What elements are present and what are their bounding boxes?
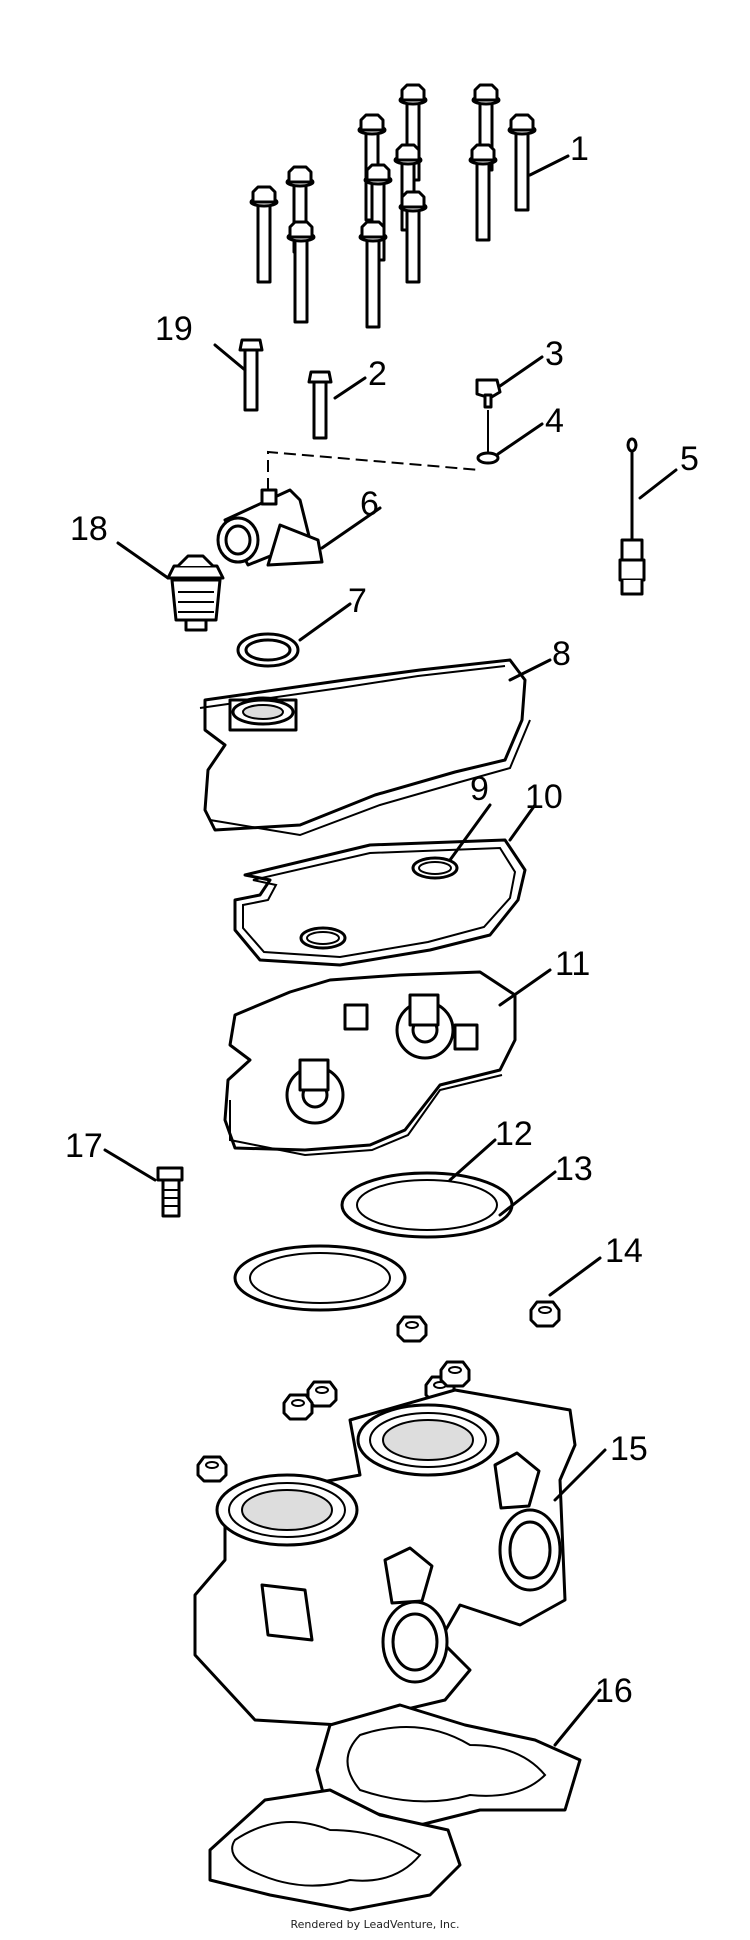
callout-3: 3 bbox=[545, 335, 564, 373]
part-7-o-ring bbox=[236, 632, 300, 668]
assembly-leader-line bbox=[267, 450, 481, 490]
hex-nut-bore bbox=[448, 1366, 462, 1374]
render-credit: Rendered by LeadVenture, Inc. bbox=[290, 1918, 460, 1931]
hex-nut-bore bbox=[205, 1461, 219, 1469]
callout-9: 9 bbox=[470, 770, 489, 808]
part-2-bolt bbox=[307, 370, 333, 440]
callout-1: 1 bbox=[570, 130, 589, 168]
callout-6: 6 bbox=[360, 485, 379, 523]
callout-17: 17 bbox=[65, 1127, 103, 1165]
callout-7: 7 bbox=[348, 582, 367, 620]
part-13-o-ring-left bbox=[233, 1244, 407, 1312]
callout-18: 18 bbox=[70, 510, 108, 548]
part-15-cylinder-block bbox=[193, 1388, 577, 1727]
part-8-head-cover bbox=[199, 658, 531, 837]
part-4-washer bbox=[476, 410, 500, 465]
head-bolt bbox=[358, 220, 388, 329]
part-19-bolt bbox=[238, 338, 264, 412]
callout-leader-lines bbox=[103, 154, 678, 1747]
hex-nut-bore bbox=[538, 1306, 552, 1314]
part-1-head-bolts bbox=[249, 83, 537, 329]
hex-nut-bore bbox=[315, 1386, 329, 1394]
callout-4: 4 bbox=[545, 402, 564, 440]
callout-12: 12 bbox=[495, 1115, 533, 1153]
part-9-o-ring-upper bbox=[411, 856, 459, 880]
part-9-o-ring-lower bbox=[299, 926, 347, 950]
part-11-cylinder-head bbox=[223, 970, 517, 1157]
hex-nut-bore bbox=[291, 1399, 305, 1407]
part-3-bleeder-screw bbox=[475, 378, 502, 409]
callout-5: 5 bbox=[680, 440, 699, 478]
part-17-fitting bbox=[156, 1166, 184, 1218]
head-bolt bbox=[249, 185, 279, 284]
part-10-cover-gasket bbox=[233, 838, 527, 967]
callout-13: 13 bbox=[555, 1150, 593, 1188]
callout-labels: 1 2 3 4 5 6 7 8 9 10 11 12 13 14 15 16 1… bbox=[65, 130, 699, 1710]
callout-11: 11 bbox=[555, 945, 590, 983]
head-bolt bbox=[398, 190, 428, 284]
callout-16: 16 bbox=[595, 1672, 633, 1710]
part-5-temperature-sensor bbox=[618, 437, 646, 596]
callout-14: 14 bbox=[605, 1232, 643, 1270]
callout-10: 10 bbox=[525, 778, 563, 816]
part-12-o-ring bbox=[356, 1179, 498, 1231]
part-13-o-ring bbox=[340, 1171, 514, 1239]
callout-19: 19 bbox=[155, 310, 193, 348]
callout-8: 8 bbox=[552, 635, 571, 673]
callout-2: 2 bbox=[368, 355, 387, 393]
head-bolt bbox=[286, 220, 316, 324]
head-bolt bbox=[507, 113, 537, 212]
part-16-base-gasket-lower bbox=[208, 1788, 462, 1912]
head-bolt bbox=[468, 143, 498, 242]
part-18-thermostat bbox=[166, 554, 225, 632]
part-6-water-outlet bbox=[216, 488, 324, 567]
hex-nut-bore bbox=[405, 1321, 419, 1329]
callout-15: 15 bbox=[610, 1430, 648, 1468]
